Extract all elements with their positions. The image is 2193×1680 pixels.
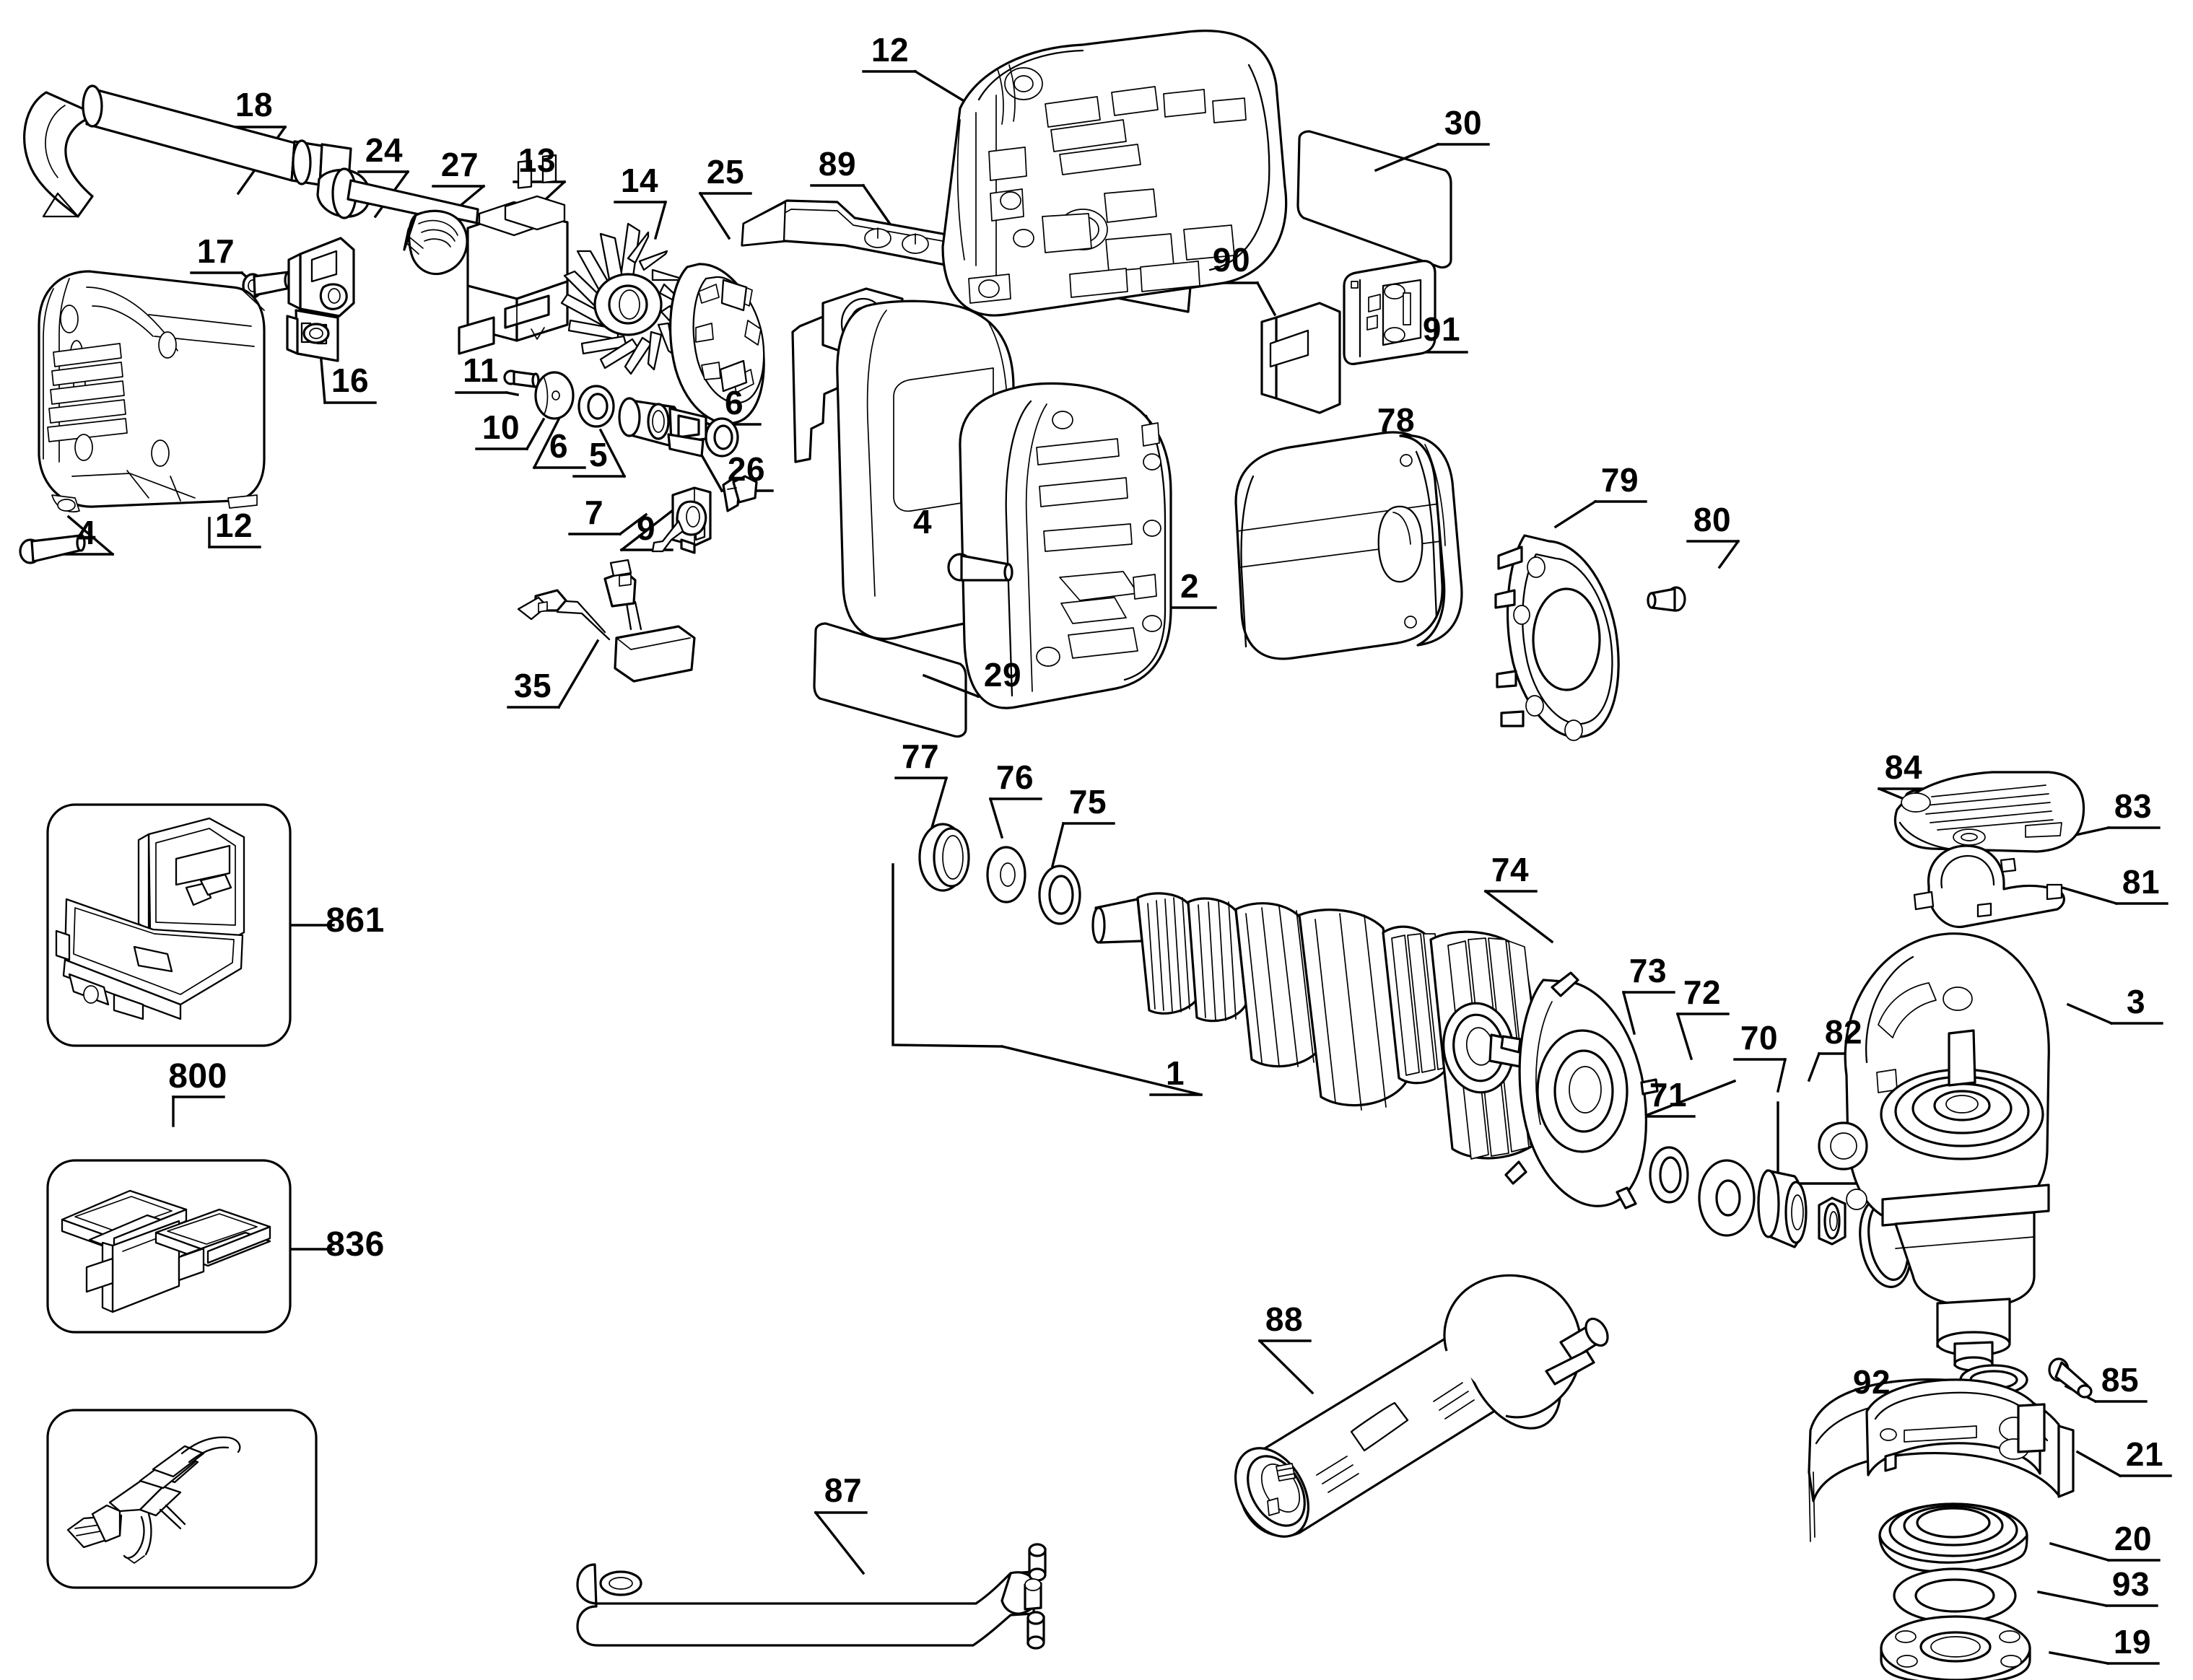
callout-27: 27 (440, 146, 479, 183)
callout-10: 10 (481, 408, 520, 446)
callout-93: 93 (2111, 1565, 2150, 1603)
part-90-switch-cover (1260, 302, 1341, 414)
callout-81: 81 (2122, 863, 2161, 901)
callout-13: 13 (518, 141, 557, 179)
part-77-bearing (918, 823, 970, 892)
part-78-field-stator (1234, 431, 1463, 660)
part-76-washer (986, 846, 1026, 904)
callout-70: 70 (1740, 1019, 1779, 1056)
callout-74: 74 (1491, 851, 1530, 888)
callout-861: 861 (326, 901, 385, 940)
callout-3: 3 (2126, 983, 2146, 1020)
callout-12-left: 12 (214, 507, 253, 544)
part-12-housing-half-top (941, 30, 1288, 317)
part-87-spanner-wrench (576, 1543, 1047, 1650)
part-19-flange (1880, 1615, 2031, 1680)
part-5-bearing-holder (618, 397, 707, 458)
part-88-side-handle (1234, 1274, 1609, 1538)
part-81-gasket (1913, 844, 2065, 929)
part-91-switch-plate (1343, 260, 1436, 365)
callout-836: 836 (326, 1225, 385, 1264)
part-70-nut (1818, 1196, 1847, 1246)
callout-30: 30 (1444, 104, 1483, 141)
boxed-group-836 (46, 1159, 292, 1334)
part-79-baffle (1494, 534, 1620, 741)
callout-17: 17 (196, 232, 235, 270)
callout-4-left: 4 (77, 514, 97, 551)
callout-18: 18 (235, 86, 274, 123)
part-27-cord-boot (403, 209, 468, 276)
part-72-washer (1698, 1159, 1756, 1237)
part-16-terminal-block (286, 237, 355, 362)
callout-71: 71 (1649, 1076, 1688, 1114)
callout-89: 89 (818, 145, 857, 183)
part-71-bushing (1757, 1169, 1808, 1248)
callout-73: 73 (1629, 952, 1667, 989)
callout-9: 9 (636, 509, 656, 547)
part-29-nameplate (813, 622, 967, 738)
part-9-spring (651, 500, 707, 553)
callout-87: 87 (824, 1471, 863, 1509)
callout-16: 16 (331, 362, 370, 399)
callout-1: 1 (1165, 1054, 1185, 1092)
callout-80: 80 (1693, 501, 1732, 538)
callout-11: 11 (463, 351, 499, 389)
callout-19: 19 (2113, 1623, 2152, 1661)
callout-83: 83 (2114, 787, 2153, 825)
callout-79: 79 (1600, 461, 1639, 499)
callout-14: 14 (620, 162, 659, 199)
callout-21: 21 (2125, 1435, 2164, 1473)
boxed-group-800 (46, 1409, 318, 1589)
callout-29: 29 (983, 656, 1022, 694)
part-25-brush-ring (669, 263, 765, 425)
part-4-screw-left (19, 533, 86, 564)
part-93-washer (1893, 1567, 2017, 1624)
part-13-switch (458, 154, 569, 355)
callout-88: 88 (1265, 1300, 1304, 1338)
callout-4-center: 4 (912, 503, 933, 541)
callout-24: 24 (365, 131, 404, 169)
callout-72: 72 (1683, 974, 1722, 1011)
part-74-fan-baffle (1500, 971, 1659, 1209)
callout-75: 75 (1068, 783, 1107, 821)
callout-25: 25 (706, 153, 745, 191)
part-2-field-case (791, 287, 1172, 709)
callout-82: 82 (1824, 1013, 1863, 1051)
part-21-guard (1808, 1378, 2075, 1542)
part-14-fan (560, 222, 690, 375)
callout-6a: 6 (549, 427, 569, 465)
callout-78: 78 (1377, 401, 1416, 439)
part-73-washer (1649, 1146, 1689, 1204)
part-30-nameplate (1296, 130, 1452, 269)
part-4-screw-center (947, 553, 1013, 582)
callout-7: 7 (584, 494, 604, 531)
part-3-gear-case (1818, 932, 2050, 1372)
callout-84: 84 (1884, 748, 1923, 786)
callout-26: 26 (727, 450, 766, 488)
part-12-housing-half-left (38, 270, 266, 512)
callout-800: 800 (168, 1057, 227, 1095)
callout-6b: 6 (724, 384, 744, 421)
part-35-cord-set (517, 559, 696, 683)
part-26-terminal (722, 475, 758, 512)
callout-92: 92 (1852, 1363, 1891, 1401)
callout-20: 20 (2114, 1520, 2153, 1557)
callout-91: 91 (1422, 310, 1461, 348)
callout-12-top: 12 (871, 31, 910, 69)
callout-5: 5 (588, 436, 609, 473)
callout-90: 90 (1212, 241, 1251, 279)
part-20-bearing (1878, 1502, 2028, 1573)
boxed-group-861 (46, 803, 292, 1047)
callout-85: 85 (2101, 1361, 2140, 1399)
part-75-washer (1038, 865, 1081, 925)
small-parts-cluster (503, 369, 758, 554)
callout-35: 35 (513, 667, 552, 704)
callout-77: 77 (901, 738, 940, 775)
part-85-screw (2048, 1357, 2093, 1399)
part-80-screw (1647, 586, 1686, 612)
callout-2: 2 (1180, 567, 1200, 605)
callout-76: 76 (995, 758, 1034, 796)
